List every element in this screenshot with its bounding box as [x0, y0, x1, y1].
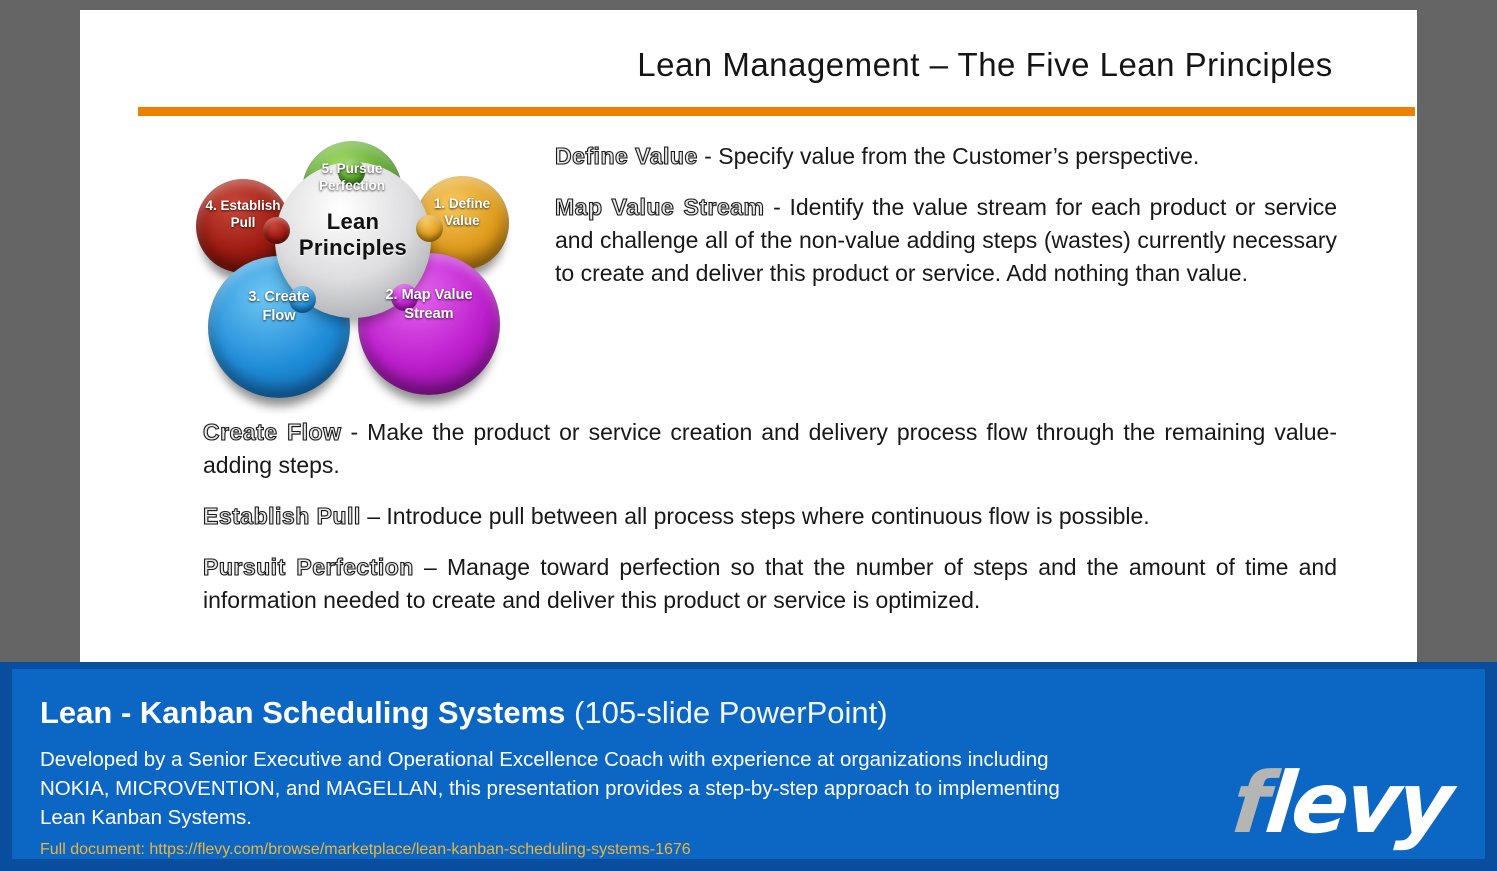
document-info-banner: Lean - Kanban Scheduling Systems (105-sl… — [0, 662, 1497, 871]
text-create-flow: Make the product or service creation and… — [203, 419, 1337, 478]
term-map-value-stream: Map Value Stream — [554, 193, 765, 220]
body-text-full-width: Create Flow - Make the product or servic… — [202, 416, 1337, 617]
document-title: Lean - Kanban Scheduling Systems (105-sl… — [40, 695, 1485, 731]
puzzle-tab-green — [338, 159, 365, 186]
full-document-link[interactable]: Full document: https://flevy.com/browse/… — [40, 841, 691, 858]
flevy-logo: flevy — [1228, 754, 1455, 852]
principle-paragraph-map-value-stream: Map Value Stream - Identify the value st… — [554, 193, 1337, 286]
text-pursuit-perfection: Manage toward perfection so that the num… — [203, 554, 1337, 613]
body-text-right-column: Define Value - Specify value from the Cu… — [554, 140, 1337, 290]
title-divider-rule — [138, 107, 1415, 116]
puzzle-tab-red — [263, 217, 290, 244]
principle-paragraph-create-flow: Create Flow - Make the product or servic… — [202, 418, 1337, 478]
document-title-format: (105-slide PowerPoint) — [565, 695, 888, 730]
text-establish-pull: Introduce pull between all process steps… — [386, 503, 1150, 529]
principle-paragraph-define-value: Define Value - Specify value from the Cu… — [554, 142, 1200, 169]
principle-paragraph-establish-pull: Establish Pull – Introduce pull between … — [202, 502, 1150, 529]
puzzle-tab-magenta — [391, 284, 418, 311]
puzzle-tab-orange — [416, 215, 443, 242]
slide-page: Lean Management – The Five Lean Principl… — [80, 10, 1417, 662]
text-define-value: Specify value from the Customer’s perspe… — [718, 143, 1200, 169]
term-create-flow: Create Flow — [202, 418, 342, 445]
term-pursuit-perfection: Pursuit Perfection — [202, 553, 414, 580]
puzzle-tab-blue — [289, 286, 316, 313]
document-info-banner-panel: Lean - Kanban Scheduling Systems (105-sl… — [12, 669, 1485, 859]
document-description: Developed by a Senior Executive and Oper… — [40, 748, 1060, 829]
document-title-name: Lean - Kanban Scheduling Systems — [40, 695, 566, 730]
text-map-value-stream: Identify the value stream for each produ… — [555, 194, 1337, 286]
slide-title: Lean Management – The Five Lean Principl… — [637, 46, 1333, 83]
flevy-logo-levy: levy — [1261, 754, 1456, 852]
term-define-value: Define Value — [554, 142, 698, 169]
term-establish-pull: Establish Pull — [202, 502, 361, 529]
principle-paragraph-pursuit-perfection: Pursuit Perfection – Manage toward perfe… — [202, 553, 1337, 613]
